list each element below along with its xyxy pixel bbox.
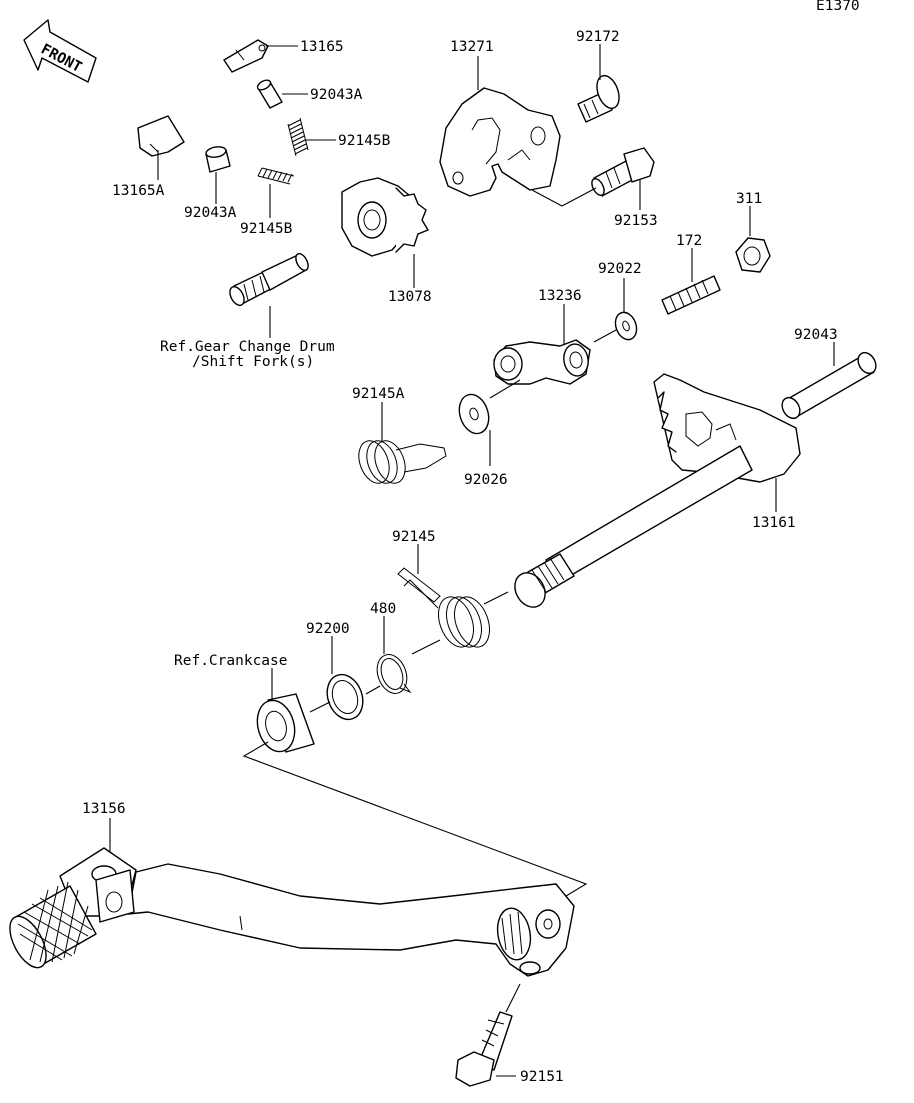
ref-gear-drum-line1: Ref.Gear Change Drum bbox=[160, 339, 335, 355]
label-13161: 13161 bbox=[752, 515, 796, 531]
part-drum-bolt[interactable] bbox=[227, 252, 311, 308]
label-92022: 92022 bbox=[598, 261, 642, 277]
part-13165-pawl[interactable] bbox=[223, 39, 269, 73]
part-92145-spring[interactable] bbox=[397, 567, 496, 652]
part-480-circlip[interactable] bbox=[372, 650, 412, 697]
label-92151: 92151 bbox=[520, 1069, 564, 1085]
part-92200-washer[interactable] bbox=[321, 670, 369, 725]
part-311-nut[interactable] bbox=[735, 237, 771, 273]
label-13165: 13165 bbox=[300, 39, 344, 55]
part-crankcase-seal[interactable] bbox=[252, 693, 315, 756]
label-92043A-top: 92043A bbox=[310, 87, 363, 103]
ref-crankcase: Ref.Crankcase bbox=[174, 653, 288, 669]
part-92026-washer[interactable] bbox=[455, 391, 494, 438]
label-92153: 92153 bbox=[614, 213, 658, 229]
diagram-code: E1370 bbox=[816, 0, 860, 14]
label-13236: 13236 bbox=[538, 288, 582, 304]
label-311: 311 bbox=[736, 191, 762, 207]
part-92145B-spring-top[interactable] bbox=[287, 117, 309, 157]
label-92145: 92145 bbox=[392, 529, 436, 545]
part-13165A-pawl[interactable] bbox=[137, 115, 185, 157]
label-13165A: 13165A bbox=[112, 183, 165, 199]
label-13156: 13156 bbox=[82, 801, 126, 817]
label-13271: 13271 bbox=[450, 39, 494, 55]
label-92043: 92043 bbox=[794, 327, 838, 343]
part-13156-pedal[interactable] bbox=[2, 847, 575, 977]
label-92145B-top: 92145B bbox=[338, 133, 391, 149]
part-92022-washer[interactable] bbox=[612, 309, 640, 342]
part-92043A-pin-top[interactable] bbox=[256, 78, 283, 109]
label-92145A: 92145A bbox=[352, 386, 405, 402]
part-92145B-spring-low[interactable] bbox=[257, 167, 295, 185]
part-13236-lever[interactable] bbox=[493, 339, 591, 385]
label-480: 480 bbox=[370, 601, 396, 617]
ref-gear-drum-line2: /Shift Fork(s) bbox=[192, 354, 314, 370]
leader-lines bbox=[109, 44, 835, 1077]
label-13078: 13078 bbox=[388, 289, 432, 305]
label-92200: 92200 bbox=[306, 621, 350, 637]
label-172: 172 bbox=[676, 233, 702, 249]
part-172-stud[interactable] bbox=[661, 275, 721, 315]
part-92145A-spring[interactable] bbox=[353, 437, 447, 488]
front-arrow-icon: FRONT bbox=[23, 19, 97, 83]
part-13161-shaft[interactable] bbox=[509, 373, 801, 613]
part-13271-plate[interactable] bbox=[439, 87, 561, 197]
label-92026: 92026 bbox=[464, 472, 508, 488]
part-92153-bolt[interactable] bbox=[589, 147, 655, 197]
part-92172-screw[interactable] bbox=[577, 73, 623, 123]
label-92145B-low: 92145B bbox=[240, 221, 293, 237]
part-92151-bolt[interactable] bbox=[455, 1011, 513, 1087]
label-92043A-low: 92043A bbox=[184, 205, 237, 221]
part-92043-pin[interactable] bbox=[779, 349, 880, 421]
part-13078-cam[interactable] bbox=[341, 177, 429, 257]
label-92172: 92172 bbox=[576, 29, 620, 45]
part-92043A-pin-low[interactable] bbox=[205, 145, 231, 173]
